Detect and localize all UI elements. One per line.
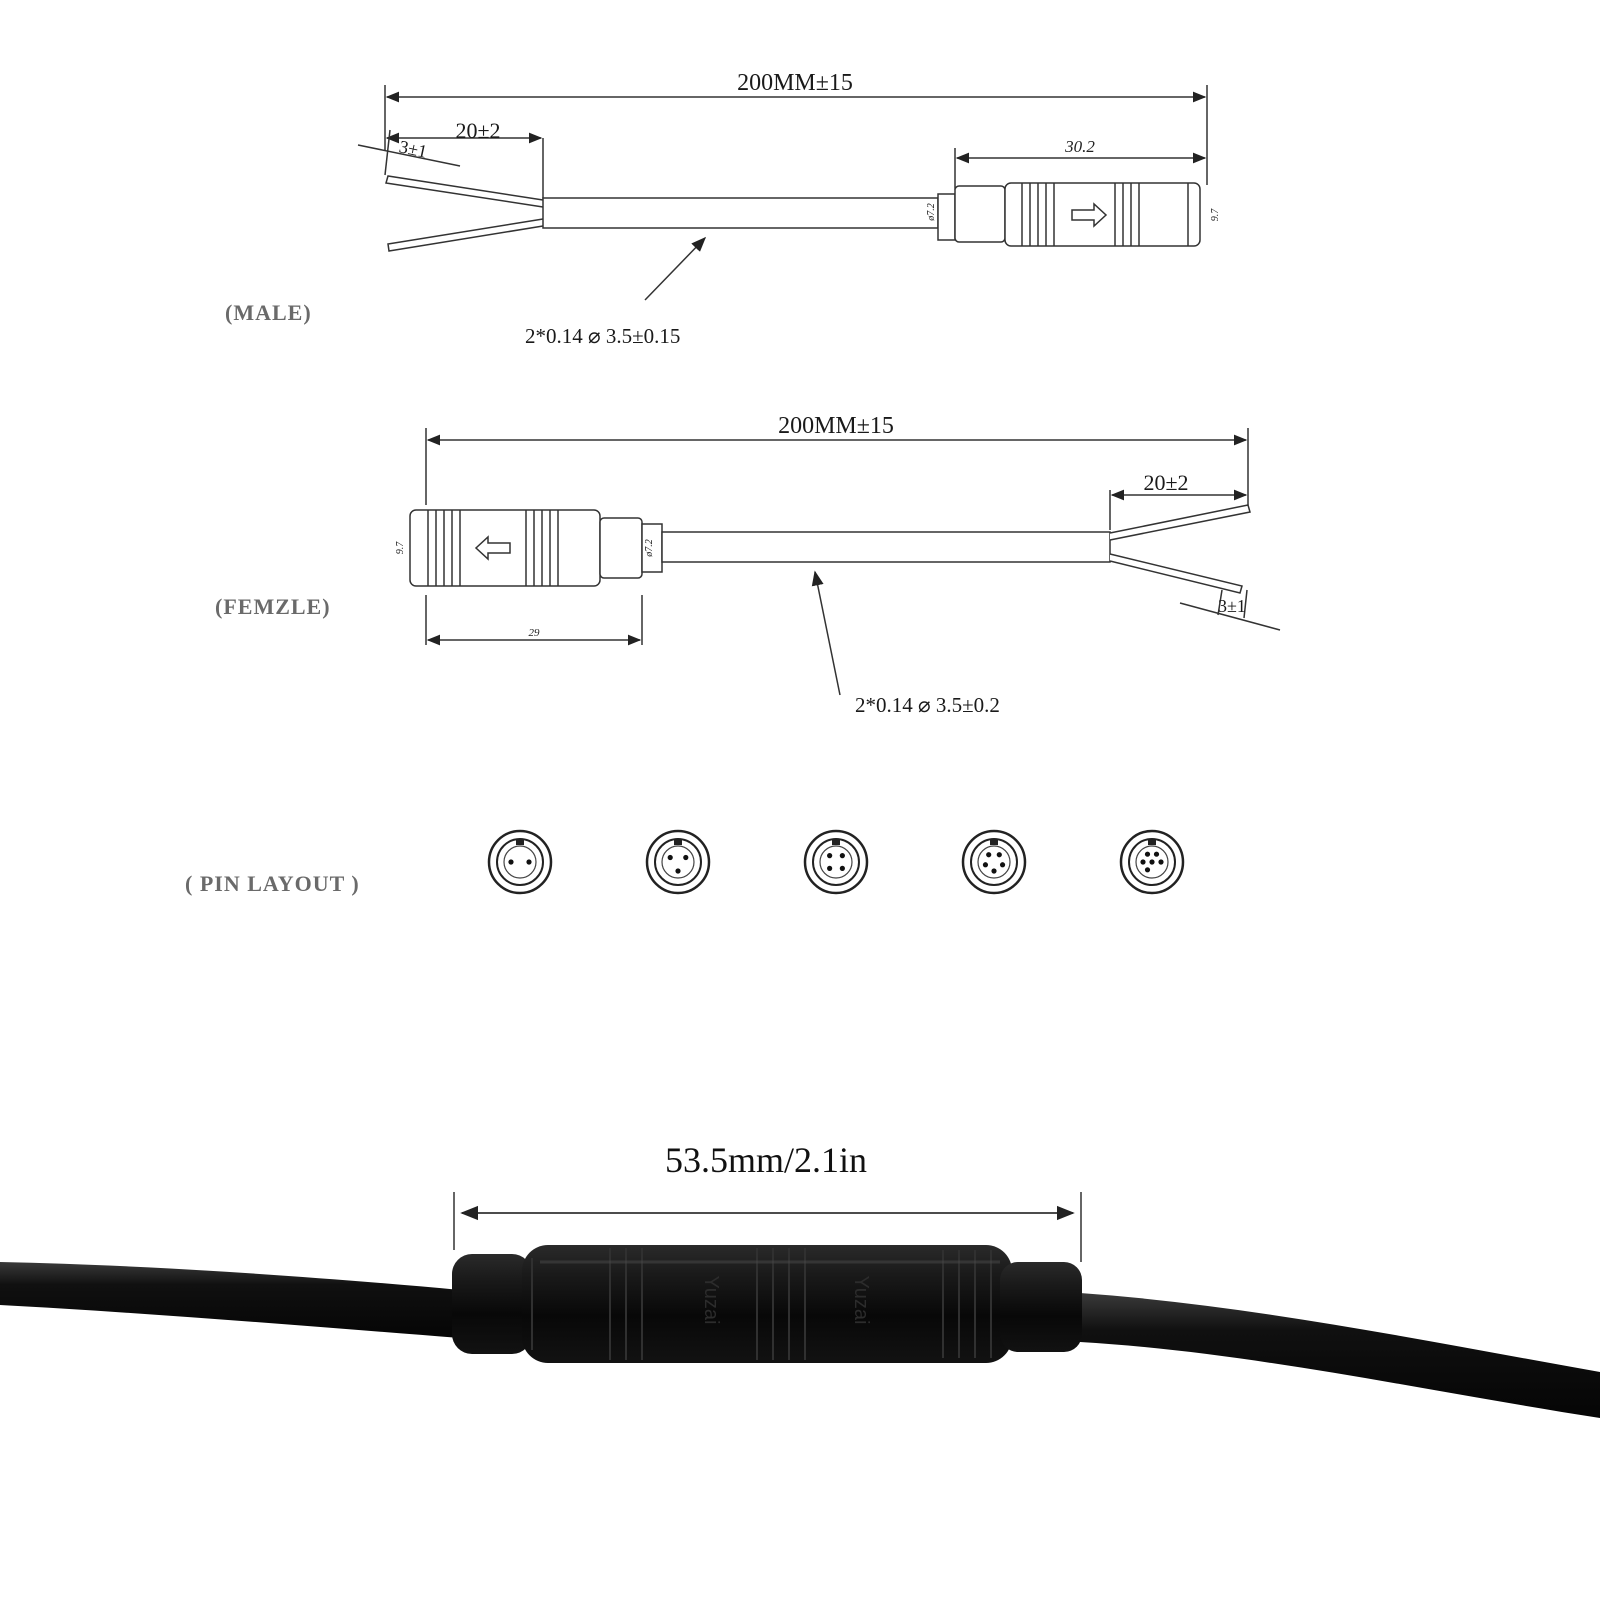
female-strip-length: 20±2 — [1143, 470, 1188, 495]
male-drawing — [357, 85, 1208, 301]
pin-dot — [827, 865, 833, 871]
photo-connector-end-right — [1000, 1262, 1082, 1352]
pin-dot — [996, 852, 1002, 858]
photo-brand-mark-right: Yuzai — [850, 1276, 872, 1325]
male-strip-length: 20±2 — [455, 118, 500, 143]
pin-diagram-3 — [645, 829, 711, 895]
pin-dot — [526, 859, 532, 865]
male-label: (MALE) — [225, 300, 312, 325]
female-wire-bottom — [1109, 553, 1243, 594]
photo-connector-end-left — [452, 1254, 532, 1354]
male-connector-length: 30.2 — [1064, 137, 1095, 156]
male-connector-diameter: 9.7 — [1210, 208, 1221, 222]
female-label: (FEMZLE) — [215, 594, 331, 619]
female-connector-diameter: 9.7 — [395, 541, 406, 555]
pin-dot — [839, 853, 845, 859]
cable-photo: Yuzai Yuzai — [0, 1192, 1600, 1418]
pin-layout-label: ( PIN LAYOUT ) — [185, 871, 360, 896]
male-wire-top — [385, 175, 544, 208]
pin-dot — [1149, 859, 1155, 865]
pin-dot — [999, 862, 1006, 868]
pin-dot — [986, 852, 992, 858]
pin-dot — [1140, 859, 1146, 865]
pin-dot — [1158, 859, 1164, 865]
pin-dot — [667, 854, 673, 861]
male-cable-spec: 2*0.14 ⌀ 3.5±0.15 — [525, 324, 680, 348]
pin-diagram-4 — [803, 829, 869, 895]
male-tip-length: 3±1 — [397, 136, 428, 161]
male-total-length: 200MM±15 — [737, 70, 853, 96]
female-total-length: 200MM±15 — [778, 413, 894, 439]
female-wire-top — [1109, 504, 1251, 541]
male-wire-bottom — [387, 218, 544, 252]
female-drawing — [409, 428, 1281, 696]
pin-diagram-6 — [1119, 829, 1185, 895]
pin-dot — [827, 853, 833, 859]
pin-dot — [683, 854, 689, 861]
pin-dot — [982, 862, 989, 868]
female-cable — [661, 531, 1111, 563]
male-cable-diameter: ø7.2 — [926, 203, 937, 222]
pin-dot — [991, 868, 997, 874]
pin-layout-row — [487, 829, 1185, 895]
female-connector-length: 29 — [529, 627, 541, 639]
pin-dot — [1153, 851, 1160, 857]
photo-cable-right — [1080, 1293, 1600, 1418]
pin-dot — [1144, 867, 1151, 873]
male-direction-arrow-icon — [1071, 202, 1108, 228]
pin-dot — [675, 868, 681, 874]
female-cable-diameter: ø7.2 — [644, 539, 655, 558]
pin-diagram-5 — [961, 829, 1027, 895]
photo-measurement: 53.5mm/2.1in — [665, 1140, 867, 1180]
pin-dot — [1144, 851, 1151, 857]
pin-diagram-2 — [487, 829, 553, 895]
male-cable — [542, 197, 939, 229]
female-direction-arrow-icon — [474, 535, 511, 561]
female-cable-spec: 2*0.14 ⌀ 3.5±0.2 — [855, 693, 1000, 717]
pin-dot — [508, 859, 514, 865]
photo-connector-body — [522, 1245, 1012, 1363]
pin-dot — [839, 865, 845, 871]
photo-cable-left — [0, 1262, 460, 1338]
photo-brand-mark-left: Yuzai — [700, 1276, 722, 1325]
female-tip-length: 3±1 — [1218, 596, 1246, 616]
